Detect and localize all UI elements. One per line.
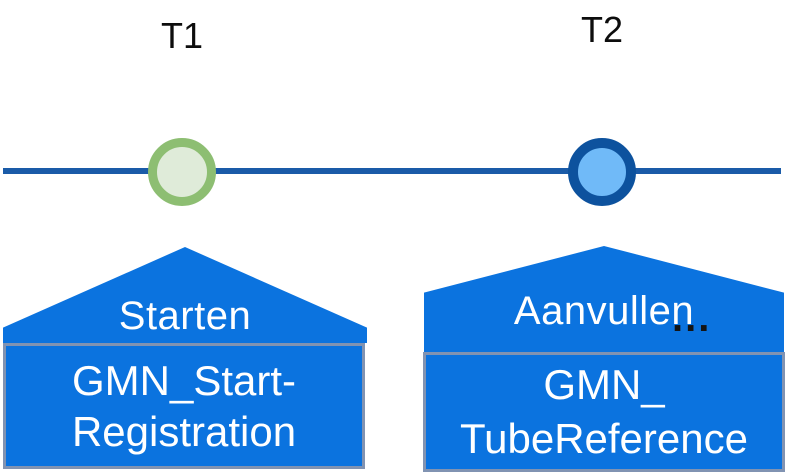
callout-title-aanvullen: Aanvullen <box>513 289 695 333</box>
callout-code-line: Registration <box>71 408 297 455</box>
callout-box-tube-reference: GMN_ TubeReference <box>423 352 785 472</box>
timeline-line <box>3 168 781 174</box>
timeline-marker-t2 <box>568 138 636 206</box>
timepoint-label-t1: T1 <box>160 15 203 56</box>
callout-code-line: TubeReference <box>460 415 748 462</box>
ellipsis-text: ... <box>672 296 712 340</box>
callout-arrow-aanvullen: Aanvullen <box>424 246 784 352</box>
callout-code-line: GMN_Start- <box>71 357 297 404</box>
callout-arrow-starten: Starten <box>3 247 367 343</box>
timeline-marker-t1 <box>148 138 216 206</box>
timepoint-label-t2: T2 <box>580 9 623 50</box>
callout-box-start-registration: GMN_Start- Registration <box>3 343 365 469</box>
callout-title-starten: Starten <box>118 294 252 338</box>
callout-code-line: GMN_ <box>543 361 665 408</box>
